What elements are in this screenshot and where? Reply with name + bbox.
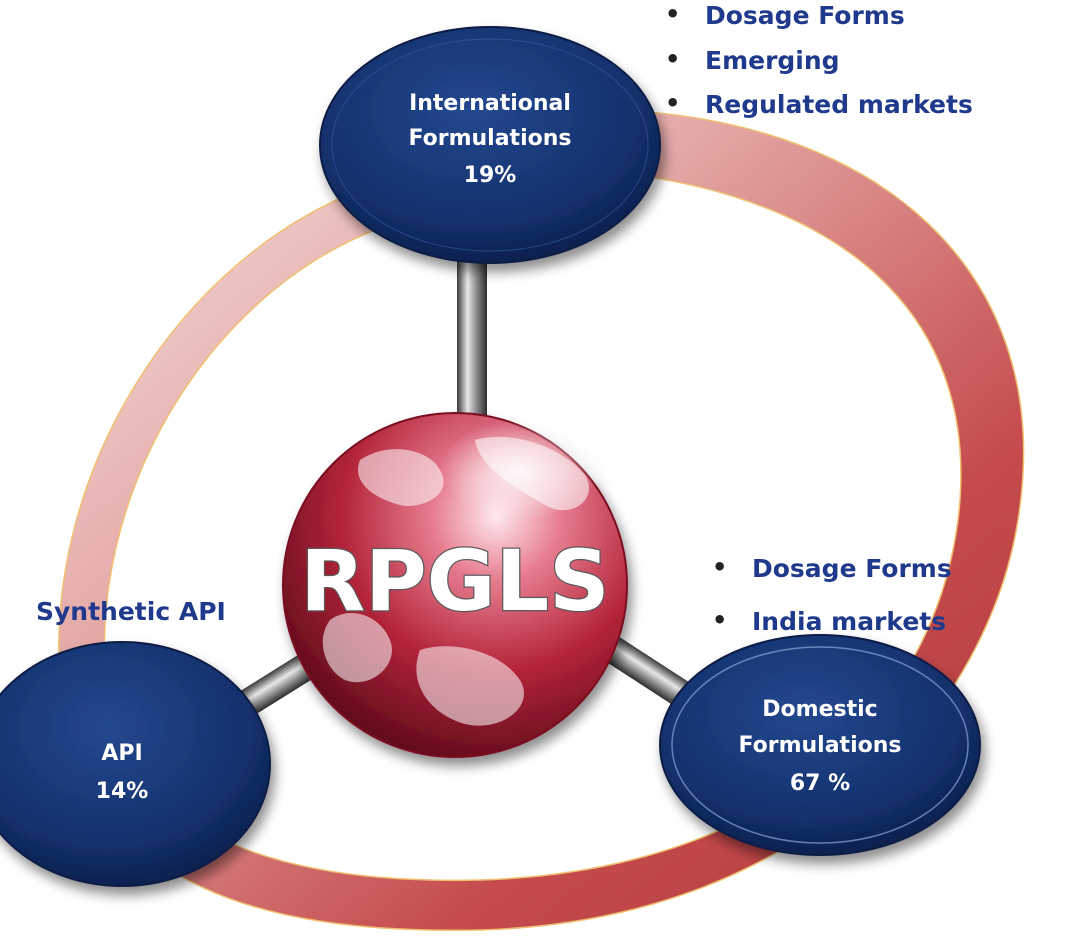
- international-bullet-2: Emerging: [705, 46, 840, 75]
- domestic-bullet-2: India markets: [752, 607, 946, 636]
- bullet-mark: •: [712, 553, 727, 581]
- center-label: RPGLS: [300, 532, 609, 630]
- domestic-percent: 67 %: [790, 771, 850, 796]
- domestic-bullet-1: Dosage Forms: [752, 554, 952, 583]
- continent-shapes: [322, 436, 590, 726]
- api-percent: 14%: [96, 779, 149, 804]
- international-bullet-3: Regulated markets: [705, 90, 973, 119]
- bullet-mark: •: [665, 89, 680, 117]
- international-line2: Formulations: [408, 126, 571, 151]
- api-caption: Synthetic API: [36, 597, 226, 626]
- bullet-mark: •: [665, 45, 680, 73]
- node-api: [0, 641, 271, 887]
- international-bullets: • Dosage Forms • Emerging • Regulated ma…: [665, 0, 973, 119]
- domestic-line2: Formulations: [738, 733, 901, 758]
- bullet-mark: •: [665, 0, 680, 28]
- node-domestic: [659, 634, 981, 856]
- domestic-bullets: • Dosage Forms • India markets: [712, 553, 952, 636]
- bullet-mark: •: [712, 606, 727, 634]
- node-international: [319, 26, 661, 264]
- domestic-line1: Domestic: [762, 697, 877, 722]
- international-bullet-1: Dosage Forms: [705, 1, 905, 30]
- international-line1: International: [409, 91, 571, 116]
- api-line1: API: [101, 741, 142, 766]
- international-percent: 19%: [464, 163, 517, 188]
- globe: [282, 412, 628, 758]
